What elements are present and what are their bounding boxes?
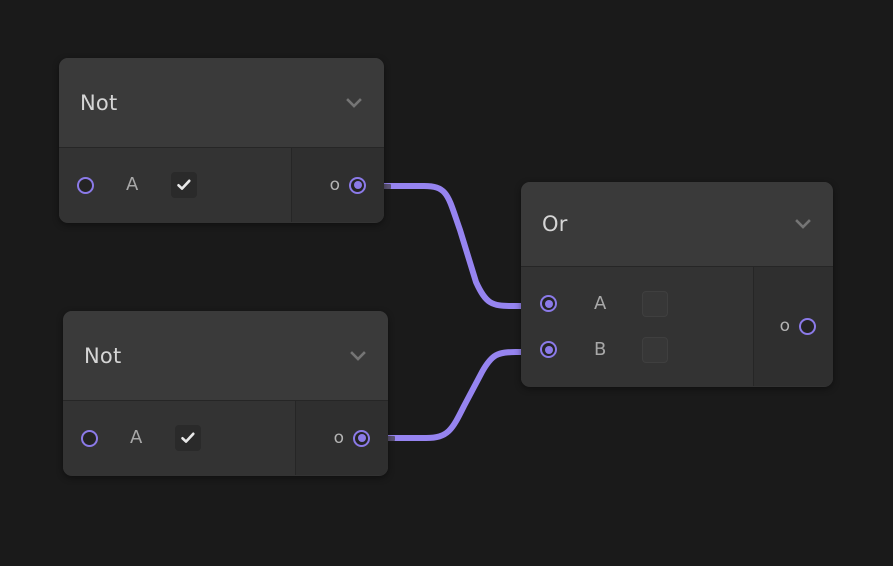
node-body: A o (63, 401, 388, 475)
output-port-o[interactable] (353, 429, 370, 447)
input-port-a[interactable] (77, 176, 94, 194)
node-header[interactable]: Or (521, 182, 833, 267)
input-row-b[interactable]: B (521, 327, 753, 373)
output-row-o[interactable]: o (296, 401, 370, 475)
node-title: Or (542, 212, 568, 236)
node-header[interactable]: Not (59, 58, 384, 148)
output-label-o: o (329, 174, 340, 195)
node-outputs-column: o (295, 401, 388, 475)
cable-not2-to-or-b[interactable] (377, 349, 541, 441)
input-label-a: A (130, 427, 143, 448)
chevron-down-icon[interactable] (793, 214, 813, 234)
node-outputs-column: o (291, 148, 384, 222)
input-checkbox-b[interactable] (642, 336, 669, 363)
node-body: A B o (521, 267, 833, 386)
input-checkbox-a[interactable] (171, 172, 198, 198)
output-port-o[interactable] (349, 176, 366, 194)
input-checkbox-a[interactable] (175, 425, 202, 451)
input-label-b: B (594, 338, 607, 360)
node-not-2[interactable]: Not A (63, 311, 388, 476)
output-label-o: o (333, 427, 344, 448)
output-row-o[interactable]: o (292, 148, 366, 222)
node-outputs-column: o (753, 267, 833, 386)
cable-not1-to-or-a[interactable] (373, 183, 539, 309)
input-checkbox-a[interactable] (642, 290, 669, 317)
output-label-o: o (779, 316, 790, 336)
input-port-a[interactable] (81, 429, 98, 447)
input-label-a: A (594, 292, 607, 314)
node-inputs-column: A (63, 401, 295, 475)
input-label-a: A (126, 174, 139, 195)
node-or-1[interactable]: Or A B (521, 182, 833, 387)
input-row-a[interactable]: A (59, 148, 291, 222)
output-port-o[interactable] (799, 318, 816, 335)
node-body: A o (59, 148, 384, 222)
node-not-1[interactable]: Not A (59, 58, 384, 223)
node-inputs-column: A (59, 148, 291, 222)
node-header[interactable]: Not (63, 311, 388, 401)
node-title: Not (84, 343, 122, 368)
check-icon (181, 432, 195, 443)
node-inputs-column: A B (521, 267, 753, 386)
check-icon (177, 179, 191, 190)
input-row-a[interactable]: A (63, 401, 295, 475)
chevron-down-icon[interactable] (344, 93, 364, 113)
input-row-a[interactable]: A (521, 281, 753, 327)
node-title: Not (80, 90, 118, 115)
chevron-down-icon[interactable] (348, 346, 368, 366)
output-row-o[interactable]: o (754, 304, 816, 350)
input-port-a[interactable] (540, 295, 557, 312)
input-port-b[interactable] (540, 341, 557, 358)
